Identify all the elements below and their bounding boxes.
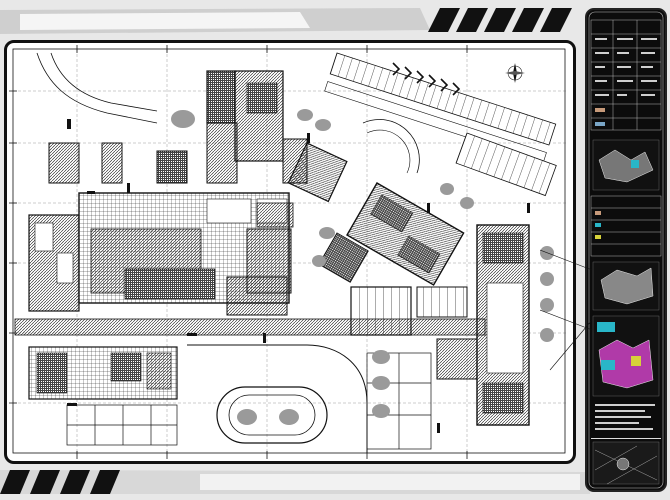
parking-southeast [366, 352, 432, 450]
plaza-edge [187, 344, 368, 453]
property-boundary [12, 48, 566, 454]
decorative-stripes-bottom [0, 470, 590, 494]
parking-chevrons [392, 62, 461, 96]
trees [171, 109, 554, 425]
building-east-diagonal [346, 182, 465, 286]
key-plan-thumbnail-colored [592, 315, 660, 397]
walkway-band [14, 318, 486, 336]
oval-plaza [216, 386, 328, 444]
building-midnorth-diagonal [287, 142, 348, 203]
legend-table [590, 19, 662, 131]
parking-south [66, 404, 178, 446]
decorative-stripes-top [0, 8, 572, 34]
legend-table-2 [590, 195, 662, 257]
location-map-thumbnail [592, 441, 660, 485]
building-stair-core [48, 142, 80, 184]
curved-path [362, 119, 420, 174]
key-plan-thumbnail-2 [592, 261, 660, 311]
title-block-panel [585, 8, 667, 492]
compass-north-icon [505, 63, 525, 83]
section-markers [67, 119, 530, 433]
site-plan-drawing [9, 45, 567, 459]
building-north-tower-a [206, 70, 236, 124]
parking-strip-right [455, 132, 557, 197]
title-block-drawing [588, 11, 664, 489]
notes-block [595, 404, 655, 430]
border-ticks [9, 45, 468, 459]
site-plan-sheet [4, 40, 576, 464]
access-road [36, 52, 158, 124]
callout-leaders [540, 249, 593, 371]
key-plan-thumbnail-1 [592, 139, 660, 191]
parking-strip-top [324, 52, 557, 163]
